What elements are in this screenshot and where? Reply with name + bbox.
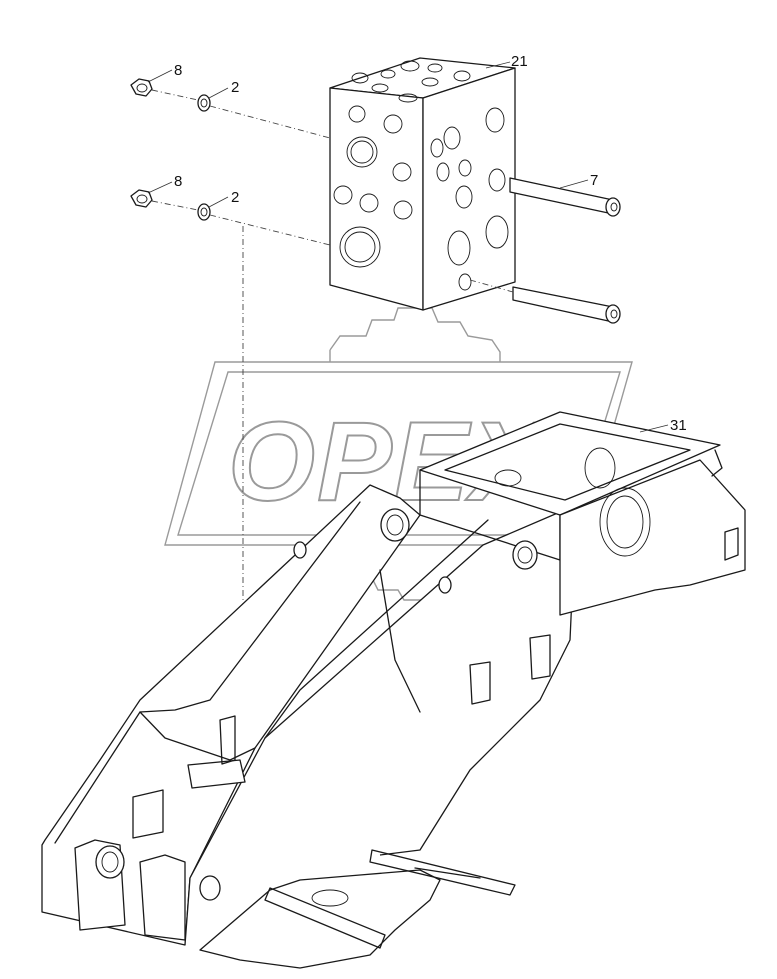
callout-21: 21 [511, 53, 528, 70]
washer-upper [197, 94, 211, 112]
callout-labels: 8 2 21 7 8 2 31 [174, 53, 687, 434]
boom-foot-lug-right [139, 854, 186, 941]
callout-2-lower: 2 [231, 189, 239, 206]
boom-crossbox [419, 411, 721, 516]
nut-upper [130, 78, 153, 97]
leader-lines [147, 61, 669, 433]
callout-2-upper: 2 [231, 79, 239, 96]
bolt-lower [512, 286, 621, 324]
bolt-upper [509, 177, 621, 217]
nut-lower [130, 189, 153, 208]
washer-lower [197, 203, 211, 221]
valve-block [329, 57, 516, 311]
boom-base-plate [199, 869, 441, 969]
callout-8-lower: 8 [174, 173, 182, 190]
boom-left-arm [41, 484, 421, 946]
callout-7: 7 [590, 172, 598, 189]
valve-block-front [329, 87, 424, 311]
callout-31: 31 [670, 417, 687, 434]
boom-frame [41, 411, 746, 969]
callout-8-upper: 8 [174, 62, 182, 79]
